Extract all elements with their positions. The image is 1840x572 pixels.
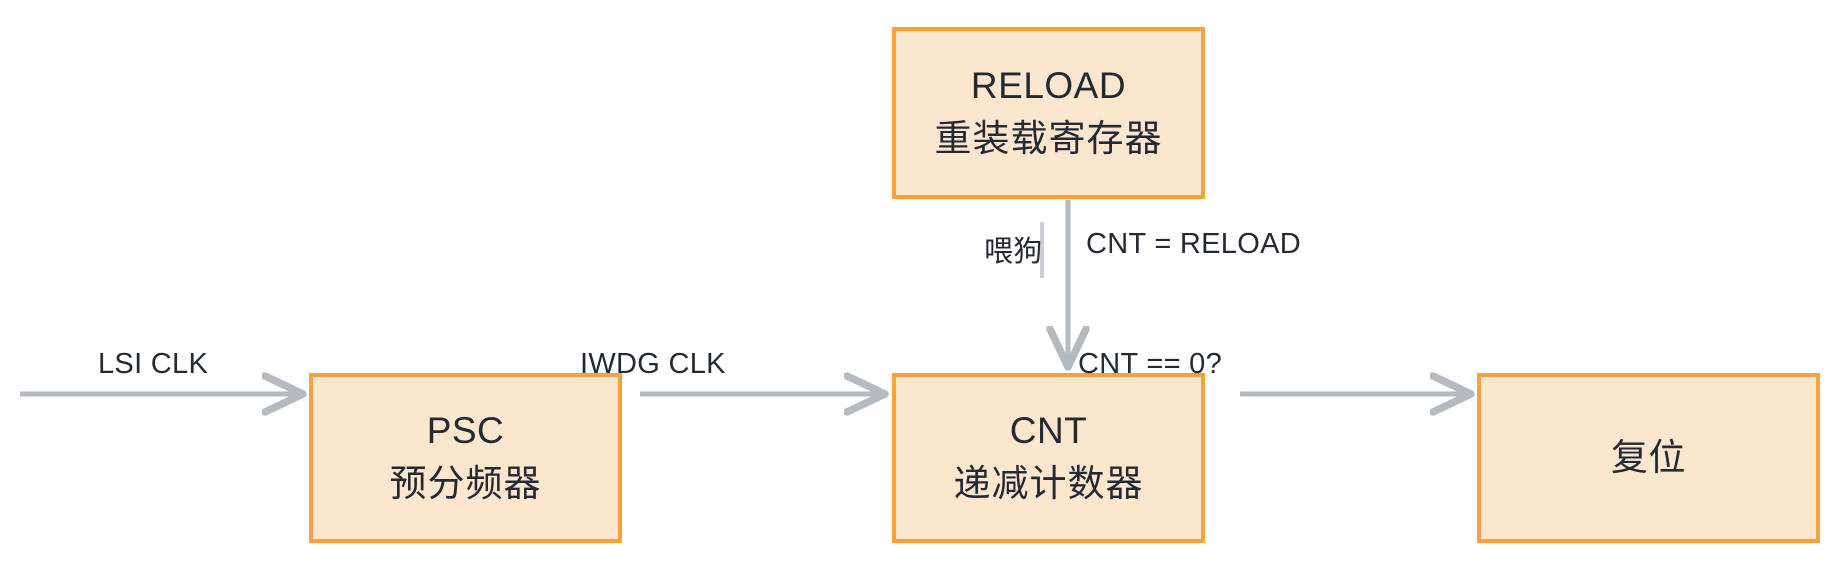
node-cnt-title: CNT: [1009, 410, 1088, 452]
edge-label-cnt-assign-reload: CNT = RELOAD: [1086, 228, 1301, 260]
node-reset-title: 复位: [1611, 436, 1686, 478]
node-reload[interactable]: RELOAD 重装载寄存器: [892, 27, 1205, 199]
node-reload-subtitle: 重装载寄存器: [934, 118, 1163, 159]
node-cnt[interactable]: CNT 递减计数器: [892, 373, 1205, 543]
edge-label-cnt-equals-zero: CNT == 0?: [1078, 348, 1223, 380]
node-psc-subtitle: 预分频器: [389, 463, 542, 504]
node-psc-title: PSC: [426, 410, 505, 452]
node-reload-title: RELOAD: [970, 65, 1127, 107]
edge-label-lsi-clk: LSI CLK: [98, 348, 209, 380]
node-psc[interactable]: PSC 预分频器: [309, 373, 622, 543]
annotation-feed-dog: 喂狗: [984, 236, 1043, 268]
edge-label-iwdg-clk: IWDG CLK: [580, 348, 726, 380]
node-cnt-subtitle: 递减计数器: [953, 463, 1144, 504]
node-reset[interactable]: 复位: [1477, 373, 1820, 543]
